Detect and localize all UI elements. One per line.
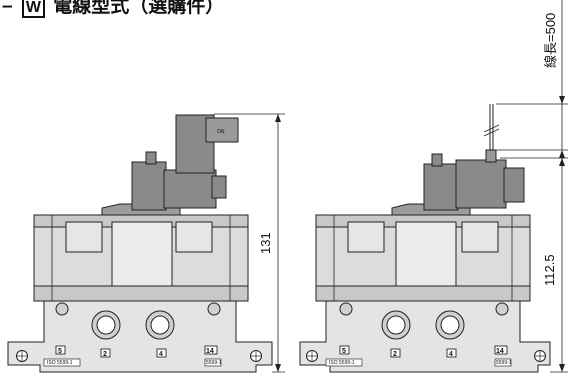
right-solenoid-coil xyxy=(423,163,459,211)
left-iso-short-label: 5599-1 xyxy=(206,360,222,366)
left-port-label-4: 4 xyxy=(159,351,163,358)
right-grommet-housing xyxy=(455,159,507,209)
right-valve-view: 5 2 4 14 ISO 5599-1 5599-1 112.5 線長=500 xyxy=(299,0,568,373)
right-pilot-port-1 xyxy=(339,302,353,316)
right-port-label-5: 5 xyxy=(342,348,346,355)
title-text: 電線型式（選購件） xyxy=(53,0,225,17)
left-height-dimension: 131 xyxy=(258,232,273,254)
right-port-label-4: 4 xyxy=(449,351,453,358)
right-iso-short-label: 5599-1 xyxy=(496,360,512,366)
left-din-connector-base xyxy=(163,169,217,209)
left-port-label-14: 14 xyxy=(206,348,214,355)
right-pilot-port-2 xyxy=(495,302,509,316)
left-iso-label: ISO 5599-1 xyxy=(47,360,73,366)
left-solenoid-coil xyxy=(131,161,167,211)
right-iso-label: ISO 5599-1 xyxy=(329,360,355,366)
right-port-label-2: 2 xyxy=(393,351,397,358)
left-port-label-5: 5 xyxy=(58,348,62,355)
left-pilot-port-2 xyxy=(207,302,221,316)
left-port-label-2: 2 xyxy=(103,351,107,358)
left-valve-view: ON 5 2 4 14 ISO 5599-1 5599-1 131 xyxy=(7,113,285,373)
right-height-dimension: 112.5 xyxy=(542,254,557,286)
left-pilot-port-1 xyxy=(55,302,69,316)
cable-length-dimension: 線長=500 xyxy=(543,13,558,68)
option-code-box: W xyxy=(21,0,45,18)
connector-tag: ON xyxy=(217,129,225,135)
section-title: – W 電線型式（選購件） xyxy=(2,0,224,18)
right-port-label-14: 14 xyxy=(496,348,504,355)
title-dash: – xyxy=(2,0,13,17)
